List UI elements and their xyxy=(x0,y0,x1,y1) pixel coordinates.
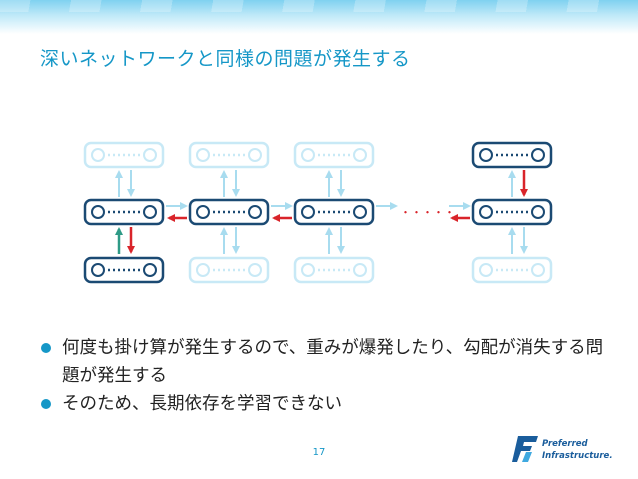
active-node xyxy=(293,198,375,226)
faded-node xyxy=(471,256,553,284)
header-band xyxy=(0,0,638,34)
active-node xyxy=(188,198,270,226)
bullet-list: 何度も掛け算が発生するので、重みが爆発したり、勾配が消失する問題が発生する その… xyxy=(40,334,610,418)
active-node xyxy=(83,256,165,284)
faded-node xyxy=(83,141,165,169)
active-node xyxy=(471,198,553,226)
active-node xyxy=(471,141,553,169)
slide-title: 深いネットワークと同様の問題が発生する xyxy=(40,48,411,70)
ellipsis: ・・・・・ xyxy=(400,206,455,219)
bullet-item: そのため、長期依存を学習できない xyxy=(40,390,610,418)
bullet-item: 何度も掛け算が発生するので、重みが爆発したり、勾配が消失する問題が発生する xyxy=(40,334,610,390)
active-node xyxy=(83,198,165,226)
logo-mark-icon xyxy=(512,436,538,462)
faded-node xyxy=(293,256,375,284)
faded-node xyxy=(188,256,270,284)
faded-node xyxy=(188,141,270,169)
rnn-diagram: ・・・・・ xyxy=(83,141,553,284)
faded-node xyxy=(293,141,375,169)
logo-text-line2: Infrastructure. xyxy=(542,451,613,461)
page-number: 17 xyxy=(312,447,326,458)
faded-arrows xyxy=(115,170,528,254)
gradient-arrows xyxy=(127,170,528,254)
company-logo: Preferred Infrastructure. xyxy=(512,434,632,466)
logo-text-line1: Preferred xyxy=(542,439,588,449)
